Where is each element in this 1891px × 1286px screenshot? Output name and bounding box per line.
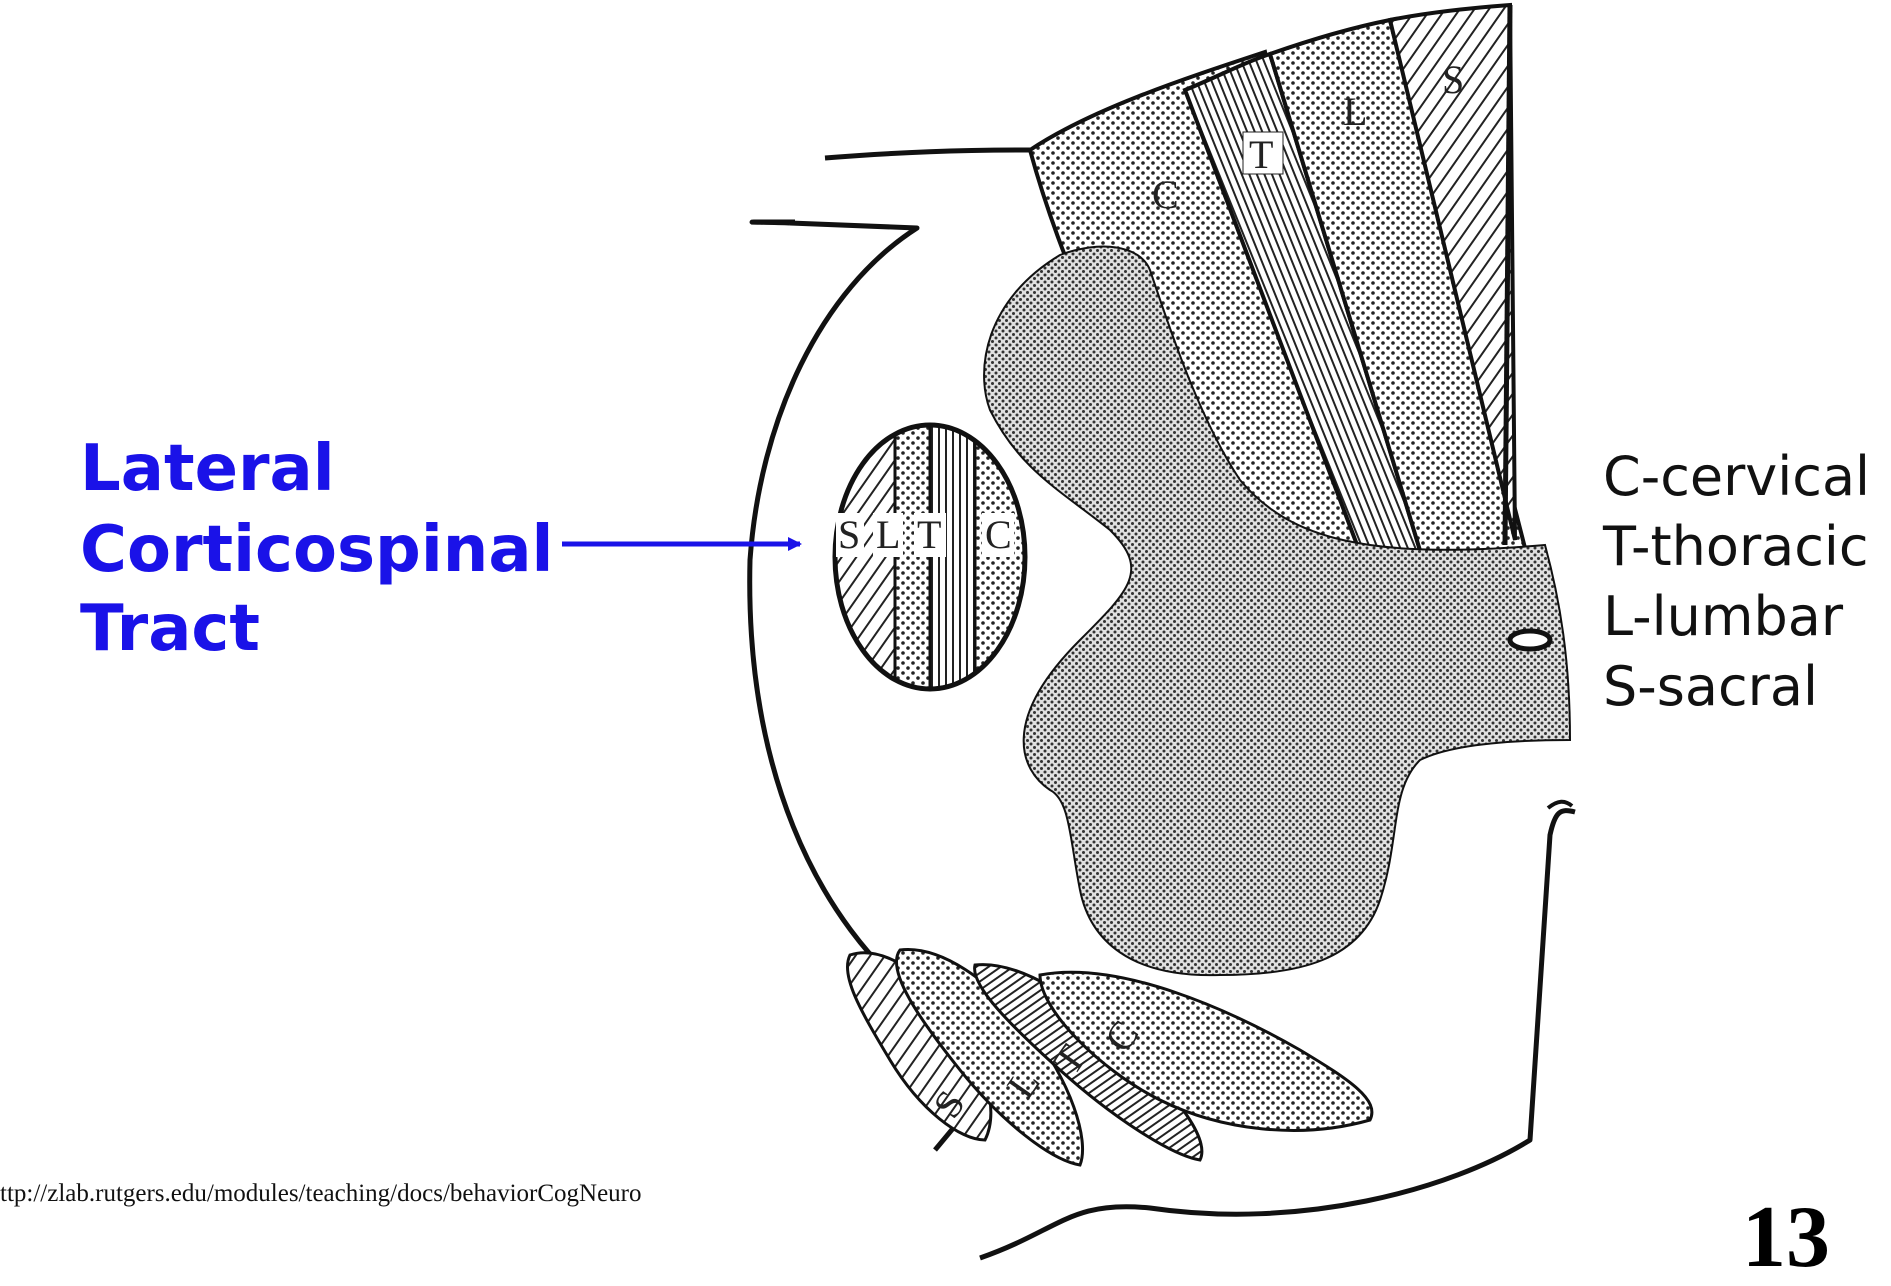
central-canal <box>1507 628 1553 652</box>
lateral-label-t: T <box>917 512 941 557</box>
title-line-3: Tract <box>80 592 260 666</box>
gray-matter <box>983 245 1572 977</box>
dorsal-right-edge <box>1502 4 1513 546</box>
source-url: ttp://zlab.rutgers.edu/modules/teaching/… <box>0 1180 642 1207</box>
ventral-midline-edge <box>1546 799 1574 810</box>
dorsal-label-c: C <box>1152 172 1179 217</box>
title-line-2: Corticospinal <box>80 513 554 587</box>
lateral-label-l: L <box>876 512 900 557</box>
outer-boundary-line <box>749 219 796 226</box>
title-line-1: Lateral <box>80 432 335 506</box>
ventral-tract-bundles <box>845 948 1374 1167</box>
lateral-label-s: S <box>838 512 860 557</box>
ventral-bundle-c <box>1038 970 1374 1132</box>
dorsal-label-l: L <box>1343 89 1367 134</box>
page-number: 13 <box>1742 1189 1830 1286</box>
dorsal-label-t: T <box>1249 132 1273 177</box>
outer-boundary-bottom <box>979 808 1576 1261</box>
lateral-label-c: C <box>985 512 1012 557</box>
legend-cervical: C-cervical <box>1603 445 1871 508</box>
top-boundary <box>824 147 1031 161</box>
legend-thoracic: T-thoracic <box>1603 515 1869 578</box>
lateral-tract-outline <box>832 422 1028 692</box>
legend-sacral: S-sacral <box>1603 655 1818 718</box>
dorsal-label-s: S <box>1442 57 1464 102</box>
legend-lumbar: L-lumbar <box>1603 585 1844 648</box>
